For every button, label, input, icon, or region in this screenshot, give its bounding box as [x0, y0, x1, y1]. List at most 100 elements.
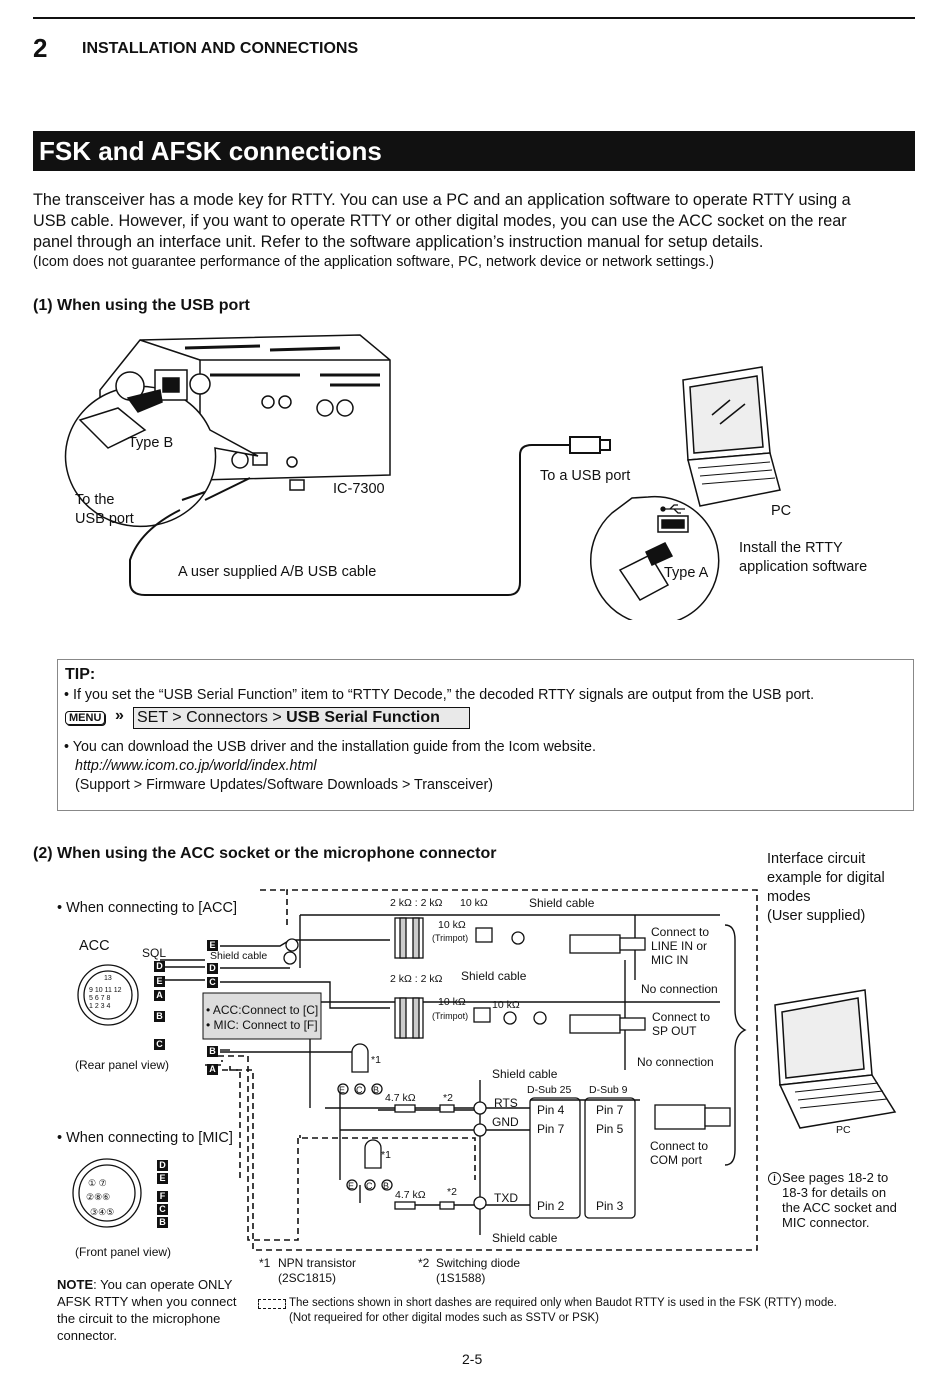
menu-key-icon: MENU [65, 711, 106, 725]
pin-label: Pin 3 [596, 1199, 624, 1213]
svg-text:5 6 7 8: 5 6 7 8 [89, 995, 111, 1002]
transformer-icons [394, 917, 493, 1210]
npn-transistor-icons [337, 1043, 393, 1191]
shield-cable-label: Shield cable [529, 896, 595, 910]
mic-connector-icon: ① ⑦ ②⑧⑥ ③④⑤ [72, 1158, 142, 1228]
see-pages-note: MIC connector. [782, 1215, 870, 1230]
transistor-pin-c: C [366, 1181, 373, 1191]
type-a-label: Type A [664, 565, 709, 581]
usb-cable [129, 436, 611, 596]
dashed-line-legend-icon [258, 1299, 286, 1309]
when-acc-label: • When connecting to [ACC] [57, 900, 237, 916]
chapter-title: INSTALLATION AND CONNECTIONS [82, 40, 359, 57]
rts-label: RTS [494, 1096, 518, 1110]
install-note: application software [739, 559, 868, 575]
pin-b: B [157, 1217, 168, 1228]
no-connection-label: No connection [637, 1055, 714, 1069]
note-line: connector. [57, 1328, 117, 1343]
pin-d: D [157, 1160, 168, 1171]
pin-label: Pin 7 [596, 1103, 624, 1117]
section-title-bar [33, 131, 915, 171]
type-b-label: Type B [128, 435, 174, 451]
pin-c: C [154, 1039, 165, 1050]
svg-text:9 10 11 12: 9 10 11 12 [89, 987, 122, 994]
circuit-wiring [160, 914, 747, 1235]
pin-e: E [157, 1173, 168, 1184]
footnote-text: (2SC1815) [278, 1271, 337, 1285]
pin-a: A [207, 1064, 218, 1075]
intro-line: The transceiver has a mode key for RTTY.… [33, 191, 851, 209]
txd-label: TXD [494, 1191, 518, 1205]
note-line: AFSK RTTY when you connect [57, 1294, 237, 1309]
pc-label: PC [771, 503, 792, 519]
tip-line: (Support > Firmware Updates/Software Dow… [75, 777, 493, 793]
footnote-mark: *2 [418, 1256, 430, 1270]
menu-path-item: USB Serial Function [286, 709, 440, 726]
no-connection-label: No connection [641, 982, 718, 996]
svg-text:1 2 3 4: 1 2 3 4 [89, 1003, 111, 1010]
pin-c: C [157, 1204, 168, 1215]
footnote-mark: *1 [259, 1256, 271, 1270]
usb-connection-diagram [64, 334, 781, 620]
mic-connect-note: • MIC: Connect to [F] [206, 1018, 318, 1032]
intro-note: (Icom does not guarantee performance of … [33, 254, 715, 270]
pin-label: Pin 2 [537, 1199, 565, 1213]
ratio-label: 2 kΩ : 2 kΩ [390, 897, 443, 909]
intro-paragraph: The transceiver has a mode key for RTTY.… [33, 190, 915, 253]
to-usb-port-label: USB port [75, 511, 134, 527]
tip-title: TIP: [65, 666, 96, 683]
dsub25-label: D-Sub 25 [527, 1084, 572, 1096]
pin-d: D [207, 963, 218, 974]
svg-text:13: 13 [104, 975, 112, 982]
svg-text:②⑧⑥: ②⑧⑥ [86, 1192, 110, 1202]
footnote-text: Switching diode [436, 1256, 521, 1270]
pin-a: A [154, 990, 165, 1001]
trimpot-label: (Trimpot) [432, 1011, 469, 1021]
rear-view-label: (Rear panel view) [75, 1058, 170, 1072]
diode-note-mark: *2 [447, 1186, 457, 1198]
acc-label: ACC [79, 938, 110, 954]
transistor-pin-e: E [339, 1085, 346, 1095]
dsub9-label: D-Sub 9 [589, 1084, 628, 1096]
note-label: NOTE [57, 1277, 94, 1292]
interface-note: Interface circuit [767, 851, 866, 867]
pin-e: E [207, 940, 218, 951]
laptop-illustration [682, 366, 781, 507]
see-pages-note: See pages 18-2 to [782, 1170, 889, 1185]
shield-cable-label: Shield cable [492, 1067, 558, 1081]
install-note: Install the RTTY [739, 540, 843, 556]
connect-line-in-label: LINE IN or [651, 939, 708, 953]
section-title: FSK and AFSK connections [39, 136, 382, 166]
shield-cable-label: Shield cable [210, 950, 268, 962]
pin-c: C [207, 977, 218, 988]
footnote-text: NPN transistor [278, 1256, 357, 1270]
tip-box [57, 659, 914, 811]
sql-label: SQL [142, 946, 167, 960]
interface-note: (User supplied) [767, 908, 866, 924]
dashed-note: (Not requeired for other digital modes s… [289, 1312, 600, 1324]
shield-cable-label: Shield cable [461, 969, 527, 983]
gnd-label: GND [492, 1115, 519, 1129]
icom-url-link[interactable]: http://www.icom.co.jp/world/index.html [75, 758, 317, 774]
transistor-pin-b: B [373, 1085, 380, 1095]
type-a-zoom-bubble [589, 495, 720, 620]
connect-line-in-label: MIC IN [651, 953, 689, 967]
type-b-zoom-bubble [64, 369, 259, 528]
connect-sp-label: SP OUT [652, 1024, 697, 1038]
audio-jack-icons [569, 934, 731, 1130]
resistor-label: 4.7 kΩ [395, 1189, 426, 1201]
dashed-note: The sections shown in short dashes are r… [289, 1297, 837, 1309]
interface-note: example for digital [767, 870, 885, 886]
com-port-label: Connect to [650, 1139, 709, 1153]
pin-b: B [207, 1046, 218, 1057]
menu-path: SET > Connectors > USB Serial Function [133, 707, 470, 729]
svg-text:③④⑤: ③④⑤ [90, 1207, 114, 1217]
usb-heading: (1) When using the USB port [33, 297, 250, 314]
acc-heading: (2) When using the ACC socket or the mic… [33, 845, 497, 862]
menu-arrow: » [115, 707, 124, 724]
connect-sp-label: Connect to [652, 1010, 711, 1024]
pin-b: B [154, 1011, 165, 1022]
dsub-pin-boxes [529, 1097, 636, 1219]
front-view-label: (Front panel view) [75, 1245, 172, 1259]
to-a-usb-port-label: To a USB port [540, 468, 631, 484]
